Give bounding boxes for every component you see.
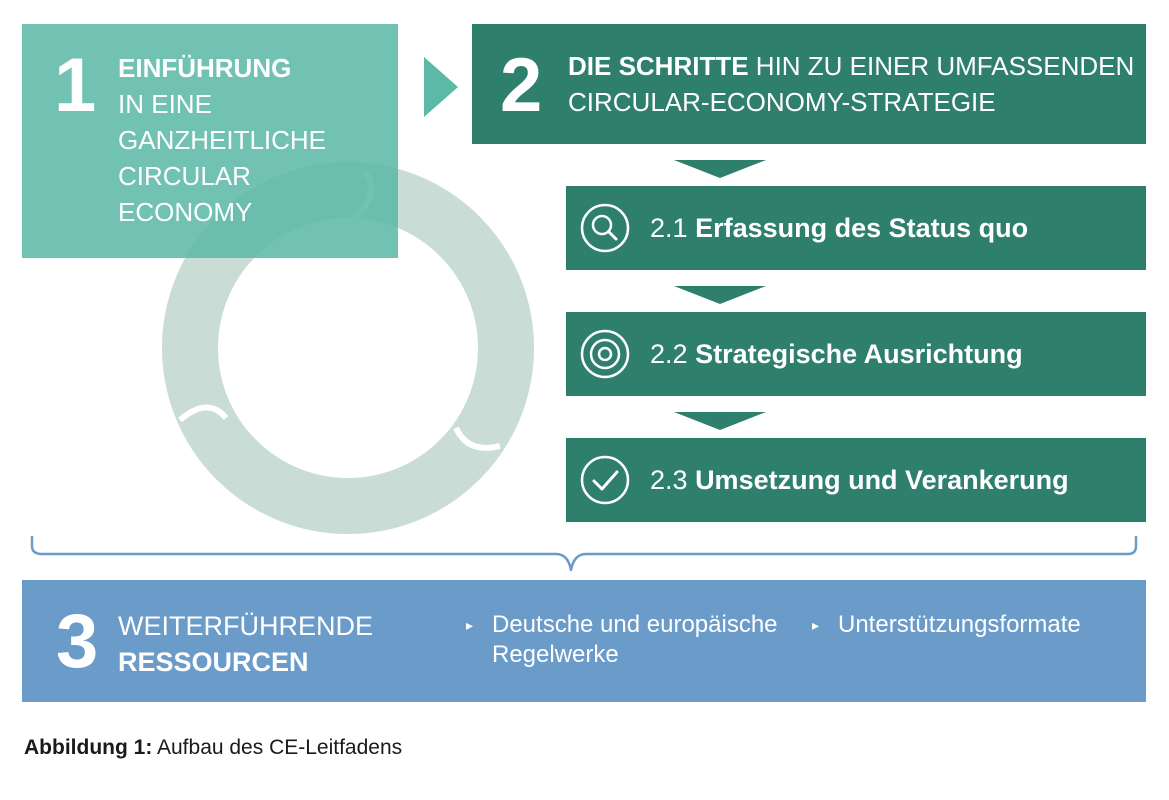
intro-title-bold: EINFÜHRUNG	[118, 53, 292, 83]
steps-title-rest: HIN ZU EINER UMFASSENDEN	[748, 51, 1135, 81]
intro-title: EINFÜHRUNG IN EINE GANZHEITLICHE CIRCULA…	[118, 50, 326, 230]
section-number: 3	[56, 599, 99, 684]
intro-title-line: IN EINE	[118, 89, 212, 119]
checkmark-icon	[580, 455, 630, 505]
step-number: 2.2	[650, 339, 688, 369]
down-arrow-icon	[674, 412, 766, 430]
steps-header-box: 2 DIE SCHRITTE HIN ZU EINER UMFASSENDEN …	[472, 24, 1146, 144]
resource-item-line: Regelwerke	[492, 641, 619, 668]
step-label: 2.3 Umsetzung und Verankerung	[650, 438, 1069, 522]
resources-box: 3 WEITERFÜHRENDE RESSOURCEN ▸ Deutsche u…	[22, 580, 1146, 702]
intro-box: 1 EINFÜHRUNG IN EINE GANZHEITLICHE CIRCU…	[22, 24, 398, 258]
step-text: Strategische Ausrichtung	[695, 339, 1023, 369]
resource-item-line: Deutsche und europäische	[492, 611, 778, 638]
bullet-triangle-icon: ▸	[812, 617, 820, 633]
target-icon	[580, 329, 630, 379]
step-box: 2.2 Strategische Ausrichtung	[566, 312, 1146, 396]
step-box: 2.3 Umsetzung und Verankerung	[566, 438, 1146, 522]
step-label: 2.2 Strategische Ausrichtung	[650, 312, 1023, 396]
resources-title-line1: WEITERFÜHRENDE	[118, 611, 373, 641]
steps-title: DIE SCHRITTE HIN ZU EINER UMFASSENDEN CI…	[568, 48, 1134, 120]
bullet-triangle-icon: ▸	[466, 617, 474, 633]
step-number: 2.1	[650, 213, 688, 243]
resources-title-bold: RESSOURCEN	[118, 647, 309, 677]
down-arrow-icon	[674, 160, 766, 178]
resources-title: WEITERFÜHRENDE RESSOURCEN	[118, 608, 373, 680]
steps-title-bold: DIE SCHRITTE	[568, 51, 749, 81]
caption-text: Aufbau des CE-Leitfadens	[152, 736, 403, 759]
resource-item: ▸ Unterstützungsformate	[812, 610, 1081, 640]
magnifier-icon	[580, 203, 630, 253]
down-arrow-icon	[674, 286, 766, 304]
section-number: 1	[54, 43, 97, 128]
step-label: 2.1 Erfassung des Status quo	[650, 186, 1028, 270]
step-text: Erfassung des Status quo	[695, 213, 1029, 243]
steps-title-line2: CIRCULAR-ECONOMY-STRATEGIE	[568, 87, 996, 117]
section-number: 2	[500, 43, 543, 128]
resource-item: ▸ Deutsche und europäische Regelwerke	[466, 610, 778, 670]
figure-caption: Abbildung 1: Aufbau des CE-Leitfadens	[24, 736, 402, 760]
right-arrow-icon	[424, 57, 458, 117]
step-text: Umsetzung und Verankerung	[695, 465, 1069, 495]
step-number: 2.3	[650, 465, 688, 495]
caption-label: Abbildung 1:	[24, 736, 153, 759]
step-box: 2.1 Erfassung des Status quo	[566, 186, 1146, 270]
grouping-brace	[30, 536, 1138, 572]
intro-title-line: GANZHEITLICHE	[118, 125, 327, 155]
intro-title-line: CIRCULAR	[118, 161, 251, 191]
intro-title-line: ECONOMY	[118, 197, 253, 227]
resource-item-line: Unterstützungsformate	[838, 611, 1081, 638]
